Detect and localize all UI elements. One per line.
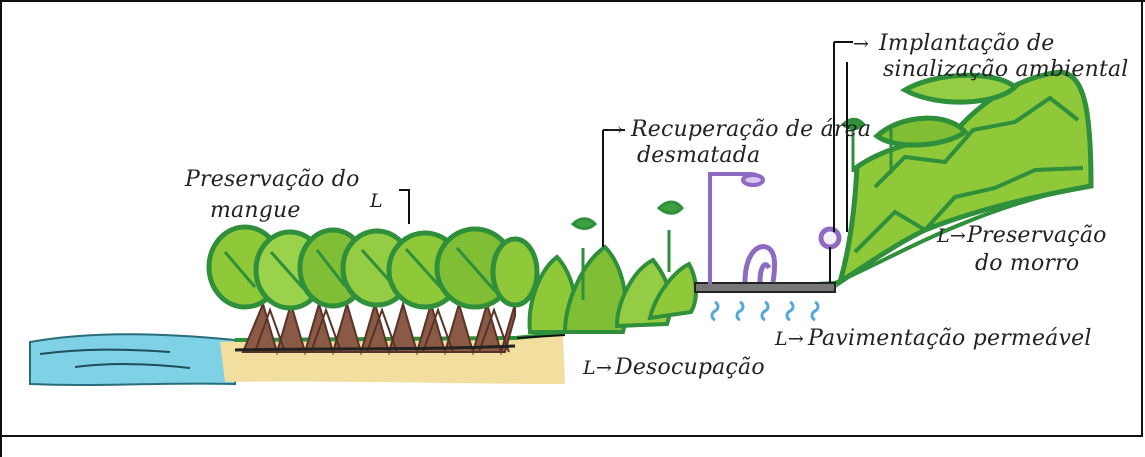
sign-structure [742, 41, 853, 283]
frame-right-border [1141, 0, 1143, 437]
label-mangue-line2: mangue [210, 198, 301, 223]
label-morro-line1: Preservação [966, 223, 1107, 248]
arrow-area: → [607, 119, 623, 141]
water-area [29, 333, 236, 386]
arrow-mangue: L [369, 190, 383, 212]
landscape-sketch-svg: Preservação do mangue L → Recuperação de… [5, 2, 1140, 435]
waterline-ink [234, 344, 516, 352]
annotation-lines [399, 62, 848, 247]
permeable-pavement [694, 282, 836, 293]
young-trees [570, 200, 684, 300]
arrow-pavimentacao: L→ [774, 328, 804, 350]
mangrove-canopy [206, 224, 540, 311]
label-area-line2: desmatada [637, 143, 760, 168]
label-morro-line2: do morro [975, 251, 1079, 276]
hill-forest [835, 69, 1094, 288]
mangrove-roots [241, 300, 516, 356]
arrow-desocupacao: L→ [582, 357, 612, 379]
frame-bottom-border [0, 435, 1143, 437]
recovery-bushes [527, 244, 698, 334]
label-mangue-line1: Preservação do [184, 167, 360, 192]
water-wave-line-2 [74, 363, 191, 369]
street-lamp [708, 172, 765, 284]
frame-top-border [0, 0, 1145, 2]
frame-left-border [0, 0, 2, 457]
label-sinal-line1: Implantação de [878, 31, 1055, 56]
label-desocupacao: Desocupação [614, 355, 765, 380]
landscape-sketch: Preservação do mangue L → Recuperação de… [5, 2, 1140, 435]
arrow-sinal: → [853, 33, 869, 55]
label-area-line1: Recuperação de área [630, 117, 871, 142]
label-sinal-line2: sinalização ambiental [883, 57, 1129, 82]
label-pavimentacao: Pavimentação permeável [807, 326, 1092, 351]
infiltration-marks [710, 300, 820, 322]
shore-line [516, 334, 566, 339]
arrow-morro: L→ [936, 225, 966, 247]
water-wave-line [39, 348, 171, 355]
